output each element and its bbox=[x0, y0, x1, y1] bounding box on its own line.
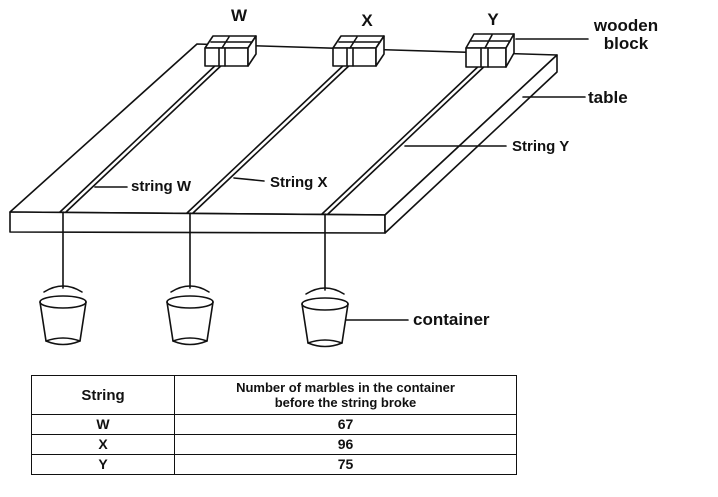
cell-string: X bbox=[31, 434, 175, 455]
table-header-row: String Number of marbles in the containe… bbox=[31, 375, 517, 415]
label-pointers bbox=[94, 38, 589, 321]
string-y-top bbox=[321, 61, 490, 215]
container-label: container bbox=[413, 310, 490, 329]
cell-string: W bbox=[31, 414, 175, 435]
string-x-top bbox=[186, 61, 354, 214]
block-w-label: W bbox=[231, 6, 248, 25]
marbles-table: String Number of marbles in the containe… bbox=[31, 375, 517, 475]
string-w-label: string W bbox=[131, 178, 192, 195]
wooden-block-label-line: block bbox=[604, 34, 649, 53]
string-w-top bbox=[59, 61, 226, 213]
hanging-strings bbox=[62, 211, 326, 291]
cell-string: Y bbox=[31, 454, 175, 475]
cell-marbles: 96 bbox=[174, 434, 517, 455]
string-x-label: String X bbox=[270, 174, 328, 191]
container-w bbox=[39, 285, 87, 346]
wooden-block-label-line: wooden bbox=[593, 16, 658, 35]
block-y-label: Y bbox=[487, 10, 499, 29]
table-label: table bbox=[588, 88, 628, 107]
wooden-block-w bbox=[204, 35, 257, 67]
table-plank bbox=[9, 43, 558, 234]
cell-marbles: 75 bbox=[174, 454, 517, 475]
container-y bbox=[301, 287, 349, 348]
cell-marbles: 67 bbox=[174, 414, 517, 435]
string-y-label: String Y bbox=[512, 138, 569, 155]
header-string: String bbox=[31, 375, 175, 415]
block-x-label: X bbox=[361, 11, 373, 30]
wooden-block-x bbox=[332, 35, 385, 67]
wooden-block-y bbox=[465, 33, 515, 68]
container-x bbox=[166, 285, 214, 346]
